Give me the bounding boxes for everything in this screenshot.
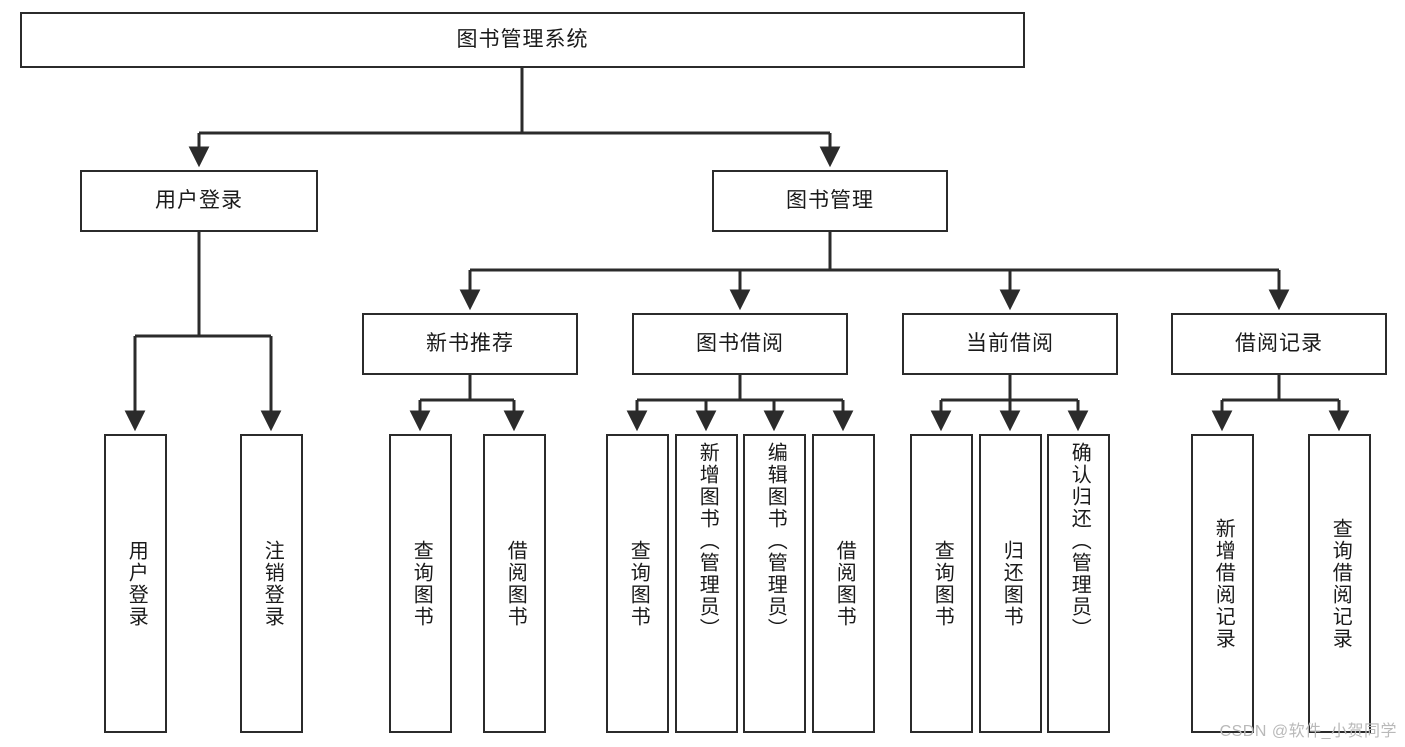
node-current-borrow[interactable]: 当前借阅: [902, 313, 1118, 375]
leaf-current-borrow-query-books[interactable]: 查询图书: [910, 434, 973, 733]
leaf-borrow-record-add-record[interactable]: 新增借阅记录: [1191, 434, 1254, 733]
node-new-book-recommend[interactable]: 新书推荐: [362, 313, 578, 375]
leaf-user-login-logout[interactable]: 注销登录: [240, 434, 303, 733]
node-borrow-record[interactable]: 借阅记录: [1171, 313, 1387, 375]
leaf-borrow-record-query-record[interactable]: 查询借阅记录: [1308, 434, 1371, 733]
leaf-new-book-query-books[interactable]: 查询图书: [389, 434, 452, 733]
leaf-book-borrow-borrow-books[interactable]: 借阅图书: [812, 434, 875, 733]
leaf-book-borrow-edit-book-admin[interactable]: 编辑图书（管理员）: [743, 434, 806, 733]
leaf-new-book-borrow-books[interactable]: 借阅图书: [483, 434, 546, 733]
node-user-login[interactable]: 用户登录: [80, 170, 318, 232]
leaf-book-borrow-add-book-admin[interactable]: 新增图书（管理员）: [675, 434, 738, 733]
leaf-current-borrow-confirm-return-admin[interactable]: 确认归还（管理员）: [1047, 434, 1110, 733]
node-book-borrow[interactable]: 图书借阅: [632, 313, 848, 375]
leaf-current-borrow-return-books[interactable]: 归还图书: [979, 434, 1042, 733]
watermark-text: CSDN @软件_小贺同学: [1219, 723, 1397, 740]
leaf-book-borrow-query-books[interactable]: 查询图书: [606, 434, 669, 733]
node-root-book-management-system[interactable]: 图书管理系统: [20, 12, 1025, 68]
leaf-user-login-login[interactable]: 用户登录: [104, 434, 167, 733]
node-book-management[interactable]: 图书管理: [712, 170, 948, 232]
